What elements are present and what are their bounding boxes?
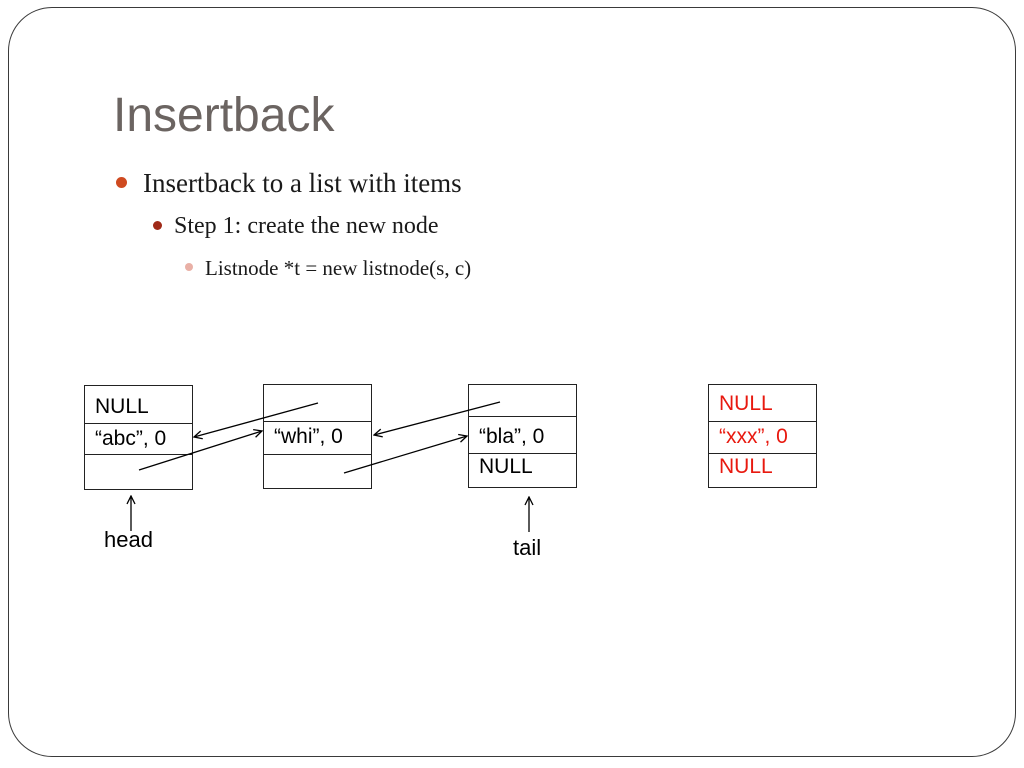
slide-title: Insertback: [113, 89, 335, 142]
node-prev-field: NULL: [85, 392, 192, 424]
node-prev-field: [264, 385, 371, 422]
node-prev-field: NULL: [709, 391, 816, 422]
list-node-abc: NULL “abc”, 0: [84, 385, 193, 490]
node-data-field: “bla”, 0: [469, 417, 576, 454]
node-next-field: [264, 455, 371, 488]
node-next-field: [85, 455, 192, 489]
bullet-level-2: Step 1: create the new node: [153, 211, 439, 241]
bullet-dot-icon: [116, 177, 127, 188]
node-data-field: “xxx”, 0: [709, 422, 816, 454]
tail-label: tail: [513, 535, 542, 560]
bullet-dot-icon: [185, 263, 193, 271]
list-node-whi: “whi”, 0: [263, 384, 372, 489]
head-label: head: [104, 527, 153, 552]
bullet-level-1: Insertback to a list with items: [116, 166, 462, 200]
bullet-dot-icon: [153, 221, 162, 230]
bullet-text: Listnode *t = new listnode(s, c): [205, 256, 472, 280]
bullet-level-3: Listnode *t = new listnode(s, c): [185, 255, 472, 281]
node-next-field: NULL: [719, 455, 773, 478]
list-node-bla: “bla”, 0 NULL: [468, 384, 577, 488]
new-list-node-xxx: NULL “xxx”, 0 NULL: [708, 384, 817, 488]
bullet-text: Step 1: create the new node: [174, 213, 439, 239]
slide-frame: [8, 7, 1016, 757]
node-data-field: “whi”, 0: [264, 422, 371, 455]
node-prev-field: [469, 385, 576, 417]
bullet-text: Insertback to a list with items: [143, 168, 462, 198]
node-next-field: NULL: [479, 455, 533, 478]
node-data-field: “abc”, 0: [85, 424, 192, 455]
